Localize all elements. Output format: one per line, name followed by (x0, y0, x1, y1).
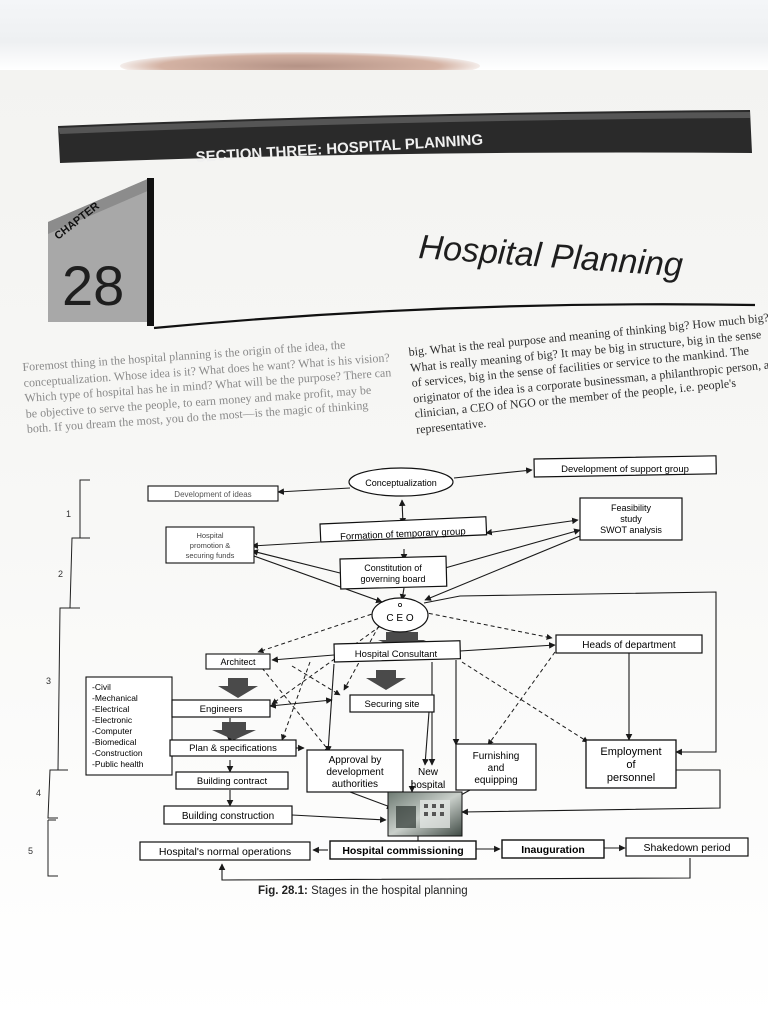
node-constitution: Constitution of governing board (339, 555, 448, 590)
connectors (218, 467, 721, 881)
svg-text:development: development (326, 767, 383, 778)
svg-text:Engineers: Engineers (200, 704, 243, 715)
svg-text:governing board: governing board (360, 574, 425, 584)
figure-caption: Fig. 28.1: Stages in the hospital planni… (258, 885, 518, 897)
svg-text:-Electronic: -Electronic (92, 715, 133, 725)
node-normal-operations: Hospital's normal operations (139, 841, 311, 861)
svg-text:Inauguration: Inauguration (521, 844, 585, 856)
svg-text:authorities: authorities (332, 779, 378, 790)
svg-text:Shakedown period: Shakedown period (644, 842, 731, 854)
node-ceo: C E O (371, 597, 429, 633)
node-approval: Approval by development authorities (306, 749, 404, 793)
chapter-number: 28 (62, 254, 124, 317)
stage-4: 4 (36, 788, 41, 798)
svg-text:-Civil: -Civil (92, 682, 111, 692)
svg-text:Approval by: Approval by (329, 755, 382, 766)
section-banner: SECTION THREE: HOSPITAL PLANNING (58, 110, 752, 166)
svg-text:Securing site: Securing site (365, 699, 420, 710)
svg-text:Hospital Consultant: Hospital Consultant (355, 649, 438, 660)
svg-text:and: and (488, 763, 505, 774)
dashed-connectors (257, 611, 589, 753)
node-building-construction: Building construction (163, 805, 293, 825)
stage-1: 1 (66, 509, 71, 519)
svg-text:-Public health: -Public health (92, 759, 144, 769)
node-building-contract: Building contract (175, 771, 289, 790)
node-development-support-group: Development of support group (533, 455, 717, 478)
node-development-of-ideas: Development of ideas (147, 485, 279, 502)
svg-text:Building contract: Building contract (197, 776, 268, 787)
node-conceptualization: Conceptualization (348, 467, 454, 497)
svg-text:study: study (620, 514, 642, 524)
svg-text:Formation of temporary group: Formation of temporary group (340, 526, 466, 542)
node-inauguration: Inauguration (501, 839, 605, 859)
svg-text:Architect: Architect (220, 657, 256, 667)
svg-text:-Construction: -Construction (92, 748, 143, 758)
svg-text:-Biomedical: -Biomedical (92, 737, 137, 747)
svg-text:Development of support group: Development of support group (561, 464, 689, 475)
svg-text:Hospital's normal operations: Hospital's normal operations (159, 846, 291, 858)
node-architect: Architect (205, 653, 271, 670)
svg-text:Furnishing: Furnishing (473, 751, 520, 762)
svg-text:Building construction: Building construction (182, 811, 274, 822)
chapter-title: Hospital Planning (417, 228, 684, 284)
svg-text:equipping: equipping (474, 775, 517, 786)
svg-text:promotion &: promotion & (190, 541, 230, 550)
svg-text:Conceptualization: Conceptualization (365, 478, 437, 488)
figure-caption-label: Fig. 28.1: (258, 885, 308, 897)
stage-3: 3 (46, 676, 51, 686)
svg-text:SWOT analysis: SWOT analysis (600, 525, 662, 535)
node-new-hospital: New hospital (411, 767, 445, 791)
stage-2: 2 (58, 569, 63, 579)
block-arrows (212, 632, 426, 740)
svg-text:hospital: hospital (411, 780, 445, 791)
svg-text:Hospital: Hospital (196, 531, 223, 540)
svg-text:securing funds: securing funds (186, 551, 235, 560)
node-shakedown: Shakedown period (625, 837, 749, 857)
svg-text:of: of (626, 759, 636, 771)
figure-caption-text: Stages in the hospital planning (311, 885, 468, 897)
node-commissioning: Hospital commissioning (329, 840, 477, 860)
node-engineers: Engineers (171, 699, 271, 718)
svg-text:Employment: Employment (600, 746, 661, 758)
stage-5: 5 (28, 846, 33, 856)
svg-text:Plan & specifications: Plan & specifications (189, 743, 277, 754)
svg-text:Development of ideas: Development of ideas (174, 490, 251, 499)
svg-text:Hospital commissioning: Hospital commissioning (342, 845, 463, 857)
node-hospital-promotion: Hospital promotion & securing funds (165, 526, 255, 564)
svg-text:-Computer: -Computer (92, 726, 132, 736)
node-employment: Employment of personnel (585, 739, 677, 789)
node-furnishing: Furnishing and equipping (455, 743, 537, 791)
hospital-photo (387, 791, 463, 837)
node-engineer-types: -Civil -Mechanical -Electrical -Electron… (85, 676, 173, 776)
svg-text:personnel: personnel (607, 772, 655, 784)
chapter-block: CHAPTER 28 Hospital Planning (48, 178, 756, 330)
svg-text:Constitution of: Constitution of (364, 563, 422, 573)
svg-text:C E O: C E O (386, 613, 413, 624)
stage-bracket (47, 479, 90, 877)
node-securing-site: Securing site (349, 694, 435, 713)
svg-text:Feasibility: Feasibility (611, 503, 652, 513)
node-plan-specifications: Plan & specifications (169, 739, 297, 757)
svg-text:Heads of department: Heads of department (582, 640, 676, 651)
node-hospital-consultant: Hospital Consultant (333, 640, 462, 663)
node-formation-temporary-group: Formation of temporary group (319, 516, 488, 543)
node-feasibility: Feasibility study SWOT analysis (579, 497, 683, 541)
svg-text:-Electrical: -Electrical (92, 704, 129, 714)
svg-text:New: New (418, 767, 439, 778)
svg-text:-Mechanical: -Mechanical (92, 693, 138, 703)
node-heads-of-department: Heads of department (555, 634, 703, 654)
